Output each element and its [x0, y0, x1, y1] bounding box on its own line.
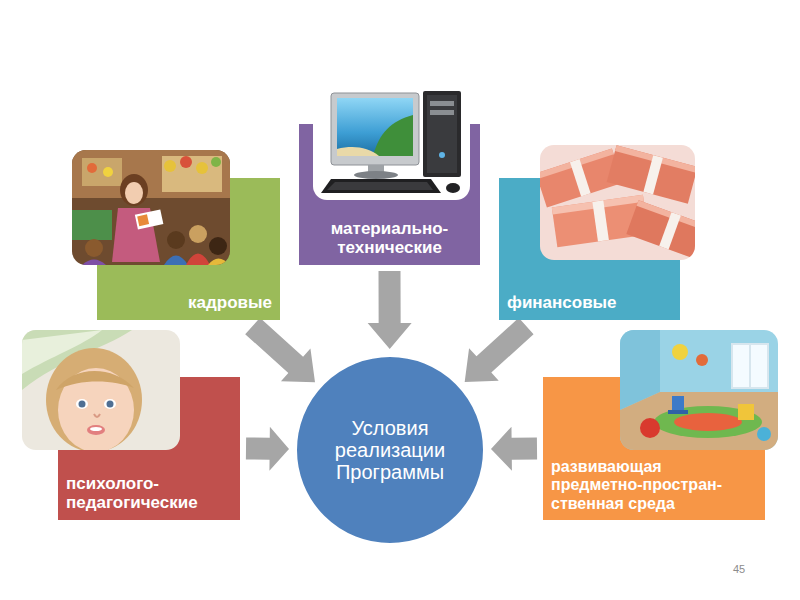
child-scene: [22, 330, 180, 450]
block-arrow: [245, 318, 315, 383]
child-photo: [22, 330, 180, 450]
resource-label: развивающая предметно-простран- ственная…: [551, 458, 756, 513]
resource-box: кадровые: [97, 178, 280, 320]
computer-picture: [313, 85, 470, 200]
page-number: 45: [733, 563, 745, 575]
teacher-photo: [72, 150, 230, 265]
block-arrow: [491, 427, 537, 471]
circle-fill: [296, 356, 484, 544]
playroom-scene: [620, 330, 778, 450]
resource-label: кадровые: [188, 293, 272, 313]
resource-box: материально- технические: [299, 124, 480, 265]
banknotes-scene: [540, 145, 695, 260]
resource-label: материально- технические: [307, 219, 472, 258]
resource-label: психолого- педагогические: [66, 474, 232, 513]
resource-label: финансовые: [507, 293, 617, 313]
teacher-scene: [72, 150, 230, 265]
block-arrow: [246, 427, 289, 471]
block-arrow: [465, 318, 534, 382]
resource-box: финансовые: [499, 178, 680, 320]
resource-box: психолого- педагогические: [58, 377, 240, 520]
banknotes-photo: [540, 145, 695, 260]
center-title: Условия реализации Программы: [325, 417, 455, 483]
center-circle: Условия реализации Программы: [295, 355, 485, 545]
block-arrow: [368, 271, 412, 349]
resource-box: развивающая предметно-простран- ственная…: [543, 377, 765, 520]
computer-scene: [313, 85, 470, 200]
playroom-photo: [620, 330, 778, 450]
